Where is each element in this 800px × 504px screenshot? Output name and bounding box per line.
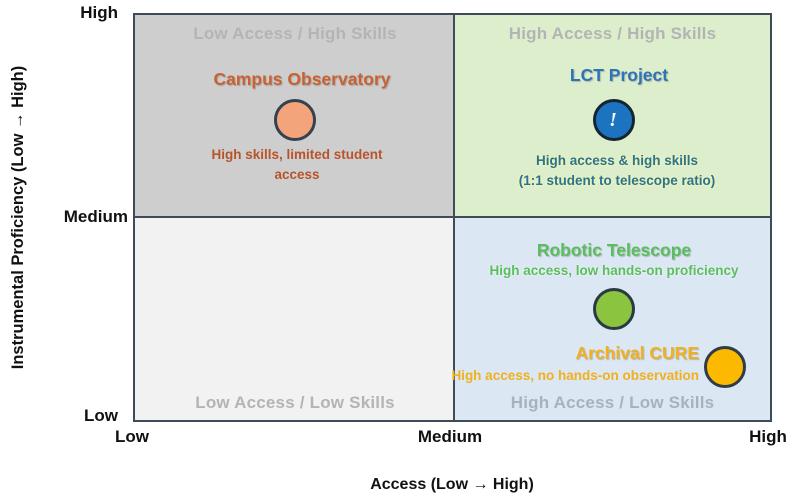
x-tick-low: Low (115, 427, 149, 446)
quadrant-watermark-top-right: High Access / High Skills (508, 24, 717, 43)
x-axis-title: Access (Low → High) (370, 476, 534, 493)
lct-project-note: High access & high skills (1:1 student t… (497, 151, 737, 191)
robotic-telescope-note: High access, low hands-on proficiency (489, 263, 739, 278)
archival-cure-label: Archival CURE (575, 343, 699, 363)
quadrant-watermark-top-left: Low Access / High Skills (193, 24, 397, 43)
campus-observatory-note: High skills, limited student access (192, 145, 402, 185)
quadrant-low-access-low-skills (135, 218, 456, 420)
campus-note-line1: High skills, limited student (211, 147, 383, 162)
campus-note-line2: access (274, 167, 320, 182)
robotic-telescope-point (593, 288, 635, 330)
plot-area: Low Access / High Skills High Access / H… (133, 13, 772, 422)
campus-observatory-point (274, 99, 316, 141)
archival-cure-point (704, 346, 746, 388)
quadrant-watermark-bottom-left: Low Access / Low Skills (195, 393, 395, 412)
lct-note-line1: High access & high skills (535, 153, 699, 168)
campus-observatory-label: Campus Observatory (213, 69, 391, 89)
lct-project-point: ! (593, 99, 635, 141)
y-tick-medium: Medium (63, 207, 128, 226)
robotic-telescope-label: Robotic Telescope (536, 240, 692, 260)
exclamation-icon: ! (609, 109, 617, 131)
x-tick-high: High (749, 427, 787, 446)
quadrant-watermark-bottom-right: High Access / Low Skills (510, 393, 715, 412)
lct-note-line2: (1:1 student to telescope ratio) (518, 173, 716, 188)
y-tick-low: Low (84, 406, 118, 425)
y-tick-high: High (80, 3, 118, 22)
lct-project-label: LCT Project (569, 65, 669, 85)
x-tick-medium: Medium (417, 427, 483, 446)
archival-cure-note: High access, no hands-on observation (451, 368, 699, 383)
